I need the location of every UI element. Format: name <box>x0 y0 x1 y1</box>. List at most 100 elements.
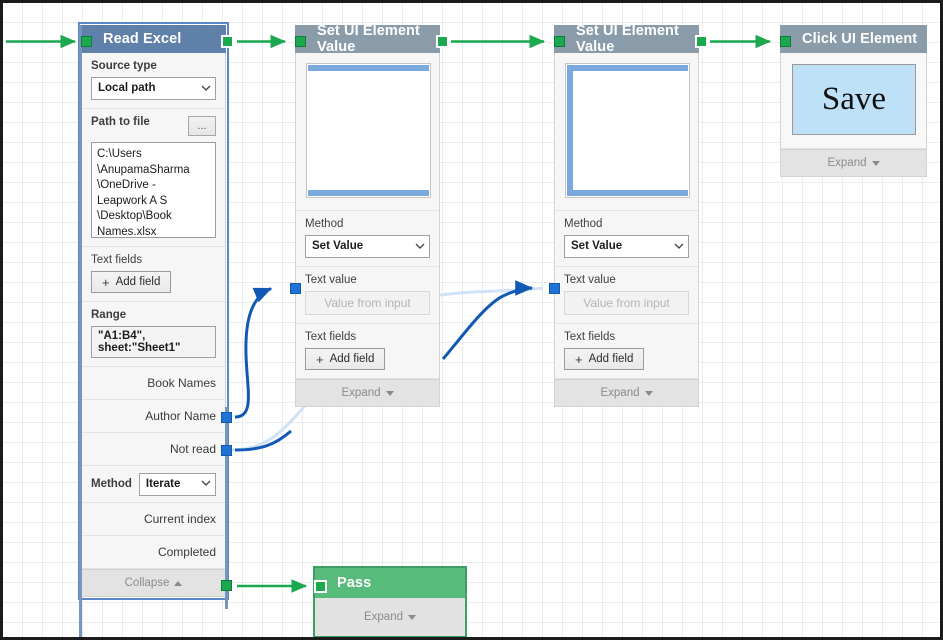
path-to-file-label: Path to file <box>91 116 150 128</box>
add-field-label: Add field <box>115 276 161 288</box>
set-ui-1-method-row: Method Set Value <box>296 211 439 267</box>
node-set-ui-1-header[interactable]: Set UI Element Value <box>295 23 440 55</box>
set-ui-1-text-value-label: Text value <box>305 274 357 286</box>
chevron-down-icon <box>408 614 416 620</box>
set-ui-1-expand-button[interactable]: Expand <box>296 379 439 406</box>
set-ui-1-method-select[interactable]: Set Value <box>305 235 430 258</box>
port-set-ui-2-flow-out[interactable] <box>695 35 708 48</box>
path-to-file-input[interactable]: C:\Users \AnupamaSharma \OneDrive - Leap… <box>91 142 216 238</box>
port-author-name-out[interactable] <box>221 445 232 456</box>
plus-icon: + <box>102 274 110 290</box>
range-input[interactable]: "A1:B4", sheet:"Sheet1" <box>91 326 216 358</box>
set-ui-2-text-value-input[interactable]: Value from input <box>564 291 689 315</box>
set-ui-1-text-value-row: Text value Value from input <box>296 267 439 324</box>
text-fields-label: Text fields <box>91 254 143 266</box>
node-pass-header[interactable]: Pass <box>315 568 465 598</box>
node-click-header[interactable]: Click UI Element <box>780 25 927 53</box>
set-ui-2-method-label: Method <box>564 218 603 230</box>
port-read-excel-flow-out[interactable] <box>221 35 234 48</box>
port-completed-out[interactable] <box>221 580 232 591</box>
chevron-down-icon <box>385 390 394 396</box>
save-preview-wrap: Save <box>781 53 926 149</box>
source-type-select[interactable]: Local path <box>91 77 216 100</box>
node-set-ui-2-title: Set UI Element Value <box>576 23 679 55</box>
set-ui-1-method-label: Method <box>305 218 344 230</box>
pass-expand-label: Expand <box>363 611 403 623</box>
source-type-label: Source type <box>91 60 157 72</box>
method-row: Method Iterate <box>82 466 225 503</box>
port-set-ui-2-text-value-in[interactable] <box>549 283 560 294</box>
method-label: Method <box>91 478 132 490</box>
port-read-excel-flow-in[interactable] <box>81 36 92 47</box>
wire-author-name-to-text-value-2-a <box>234 429 292 452</box>
set-ui-1-text-fields-label: Text fields <box>305 331 357 343</box>
node-read-excel[interactable]: Read Excel Source type Local path Path t… <box>78 22 229 600</box>
preview-top-bar <box>308 65 429 71</box>
method-combo-wrap[interactable]: Iterate <box>138 472 216 496</box>
preview-top-bar <box>567 65 688 71</box>
plus-icon: + <box>575 351 583 367</box>
output-row-book-names: Book Names <box>82 367 225 400</box>
path-to-file-row: Path to file ... C:\Users \AnupamaSharma… <box>82 109 225 247</box>
plus-icon: + <box>316 351 324 367</box>
port-pass-flow-in[interactable] <box>314 580 327 593</box>
element-preview-thumbnail-2[interactable] <box>565 63 690 198</box>
read-excel-output-rail <box>225 407 228 609</box>
set-ui-2-text-value-label: Text value <box>564 274 616 286</box>
set-ui-2-method-select[interactable]: Set Value <box>564 235 689 258</box>
set-ui-2-add-field-button[interactable]: + Add field <box>564 348 645 370</box>
node-set-ui-element-value-2[interactable]: Set UI Element Value Method Set Value <box>554 23 699 407</box>
node-read-excel-body: Source type Local path Path to file ... … <box>81 53 226 597</box>
save-button-preview[interactable]: Save <box>792 64 916 135</box>
port-set-ui-2-flow-in[interactable] <box>554 36 565 47</box>
output-label-not-read: Not read <box>169 442 216 456</box>
port-book-names-out[interactable] <box>221 412 232 423</box>
set-ui-2-method-combo-wrap[interactable]: Set Value <box>564 235 689 258</box>
set-ui-1-method-combo-wrap[interactable]: Set Value <box>305 235 430 258</box>
node-pass-body: Expand <box>315 598 465 636</box>
node-set-ui-2-header[interactable]: Set UI Element Value <box>554 23 699 55</box>
set-ui-1-expand-label: Expand <box>341 387 381 399</box>
browse-file-button[interactable]: ... <box>188 116 216 136</box>
range-label: Range <box>91 309 127 321</box>
add-field-button[interactable]: + Add field <box>91 271 172 293</box>
port-click-ui-flow-in[interactable] <box>780 36 791 47</box>
source-type-combo-wrap[interactable]: Local path <box>91 77 216 100</box>
node-click-body: Save Expand <box>780 53 927 177</box>
set-ui-2-method-row: Method Set Value <box>555 211 698 267</box>
set-ui-1-add-field-button[interactable]: + Add field <box>305 348 386 370</box>
read-excel-collapse-button[interactable]: Collapse <box>82 569 225 596</box>
output-label-author-name: Author Name <box>145 409 216 423</box>
chevron-down-icon <box>644 390 653 396</box>
text-fields-row: Text fields + Add field <box>82 247 225 302</box>
port-set-ui-1-flow-in[interactable] <box>295 36 306 47</box>
node-click-title: Click UI Element <box>802 31 918 47</box>
method-select[interactable]: Iterate <box>138 472 216 496</box>
pass-expand-button[interactable]: Expand <box>315 598 465 636</box>
node-set-ui-element-value-1[interactable]: Set UI Element Value Method Set Value <box>295 23 440 407</box>
node-read-excel-header[interactable]: Read Excel <box>81 25 226 53</box>
output-row-not-read: Not read <box>82 433 225 466</box>
port-set-ui-1-flow-out[interactable] <box>436 35 449 48</box>
chevron-up-icon <box>174 580 183 586</box>
preview-bottom-bar <box>567 190 688 196</box>
set-ui-2-add-field-label: Add field <box>588 353 634 365</box>
set-ui-2-expand-button[interactable]: Expand <box>555 379 698 406</box>
node-pass-title: Pass <box>337 575 372 591</box>
node-pass[interactable]: Pass Expand <box>313 566 467 637</box>
node-click-ui-element[interactable]: Click UI Element Save Expand <box>780 25 927 177</box>
element-preview-thumbnail-1[interactable] <box>306 63 431 198</box>
node-set-ui-1-body: Method Set Value Text value Value from i… <box>295 53 440 407</box>
set-ui-1-text-fields-row: Text fields + Add field <box>296 324 439 379</box>
set-ui-2-text-fields-label: Text fields <box>564 331 616 343</box>
save-preview-label: Save <box>821 81 887 117</box>
click-ui-expand-label: Expand <box>827 157 867 169</box>
set-ui-1-add-field-label: Add field <box>329 353 375 365</box>
click-ui-expand-button[interactable]: Expand <box>781 149 926 176</box>
preview-bottom-bar <box>308 190 429 196</box>
port-set-ui-1-text-value-in[interactable] <box>290 283 301 294</box>
node-set-ui-2-body: Method Set Value Text value Value from i… <box>554 53 699 407</box>
output-label-completed: Completed <box>157 545 216 559</box>
set-ui-1-text-value-input[interactable]: Value from input <box>305 291 430 315</box>
